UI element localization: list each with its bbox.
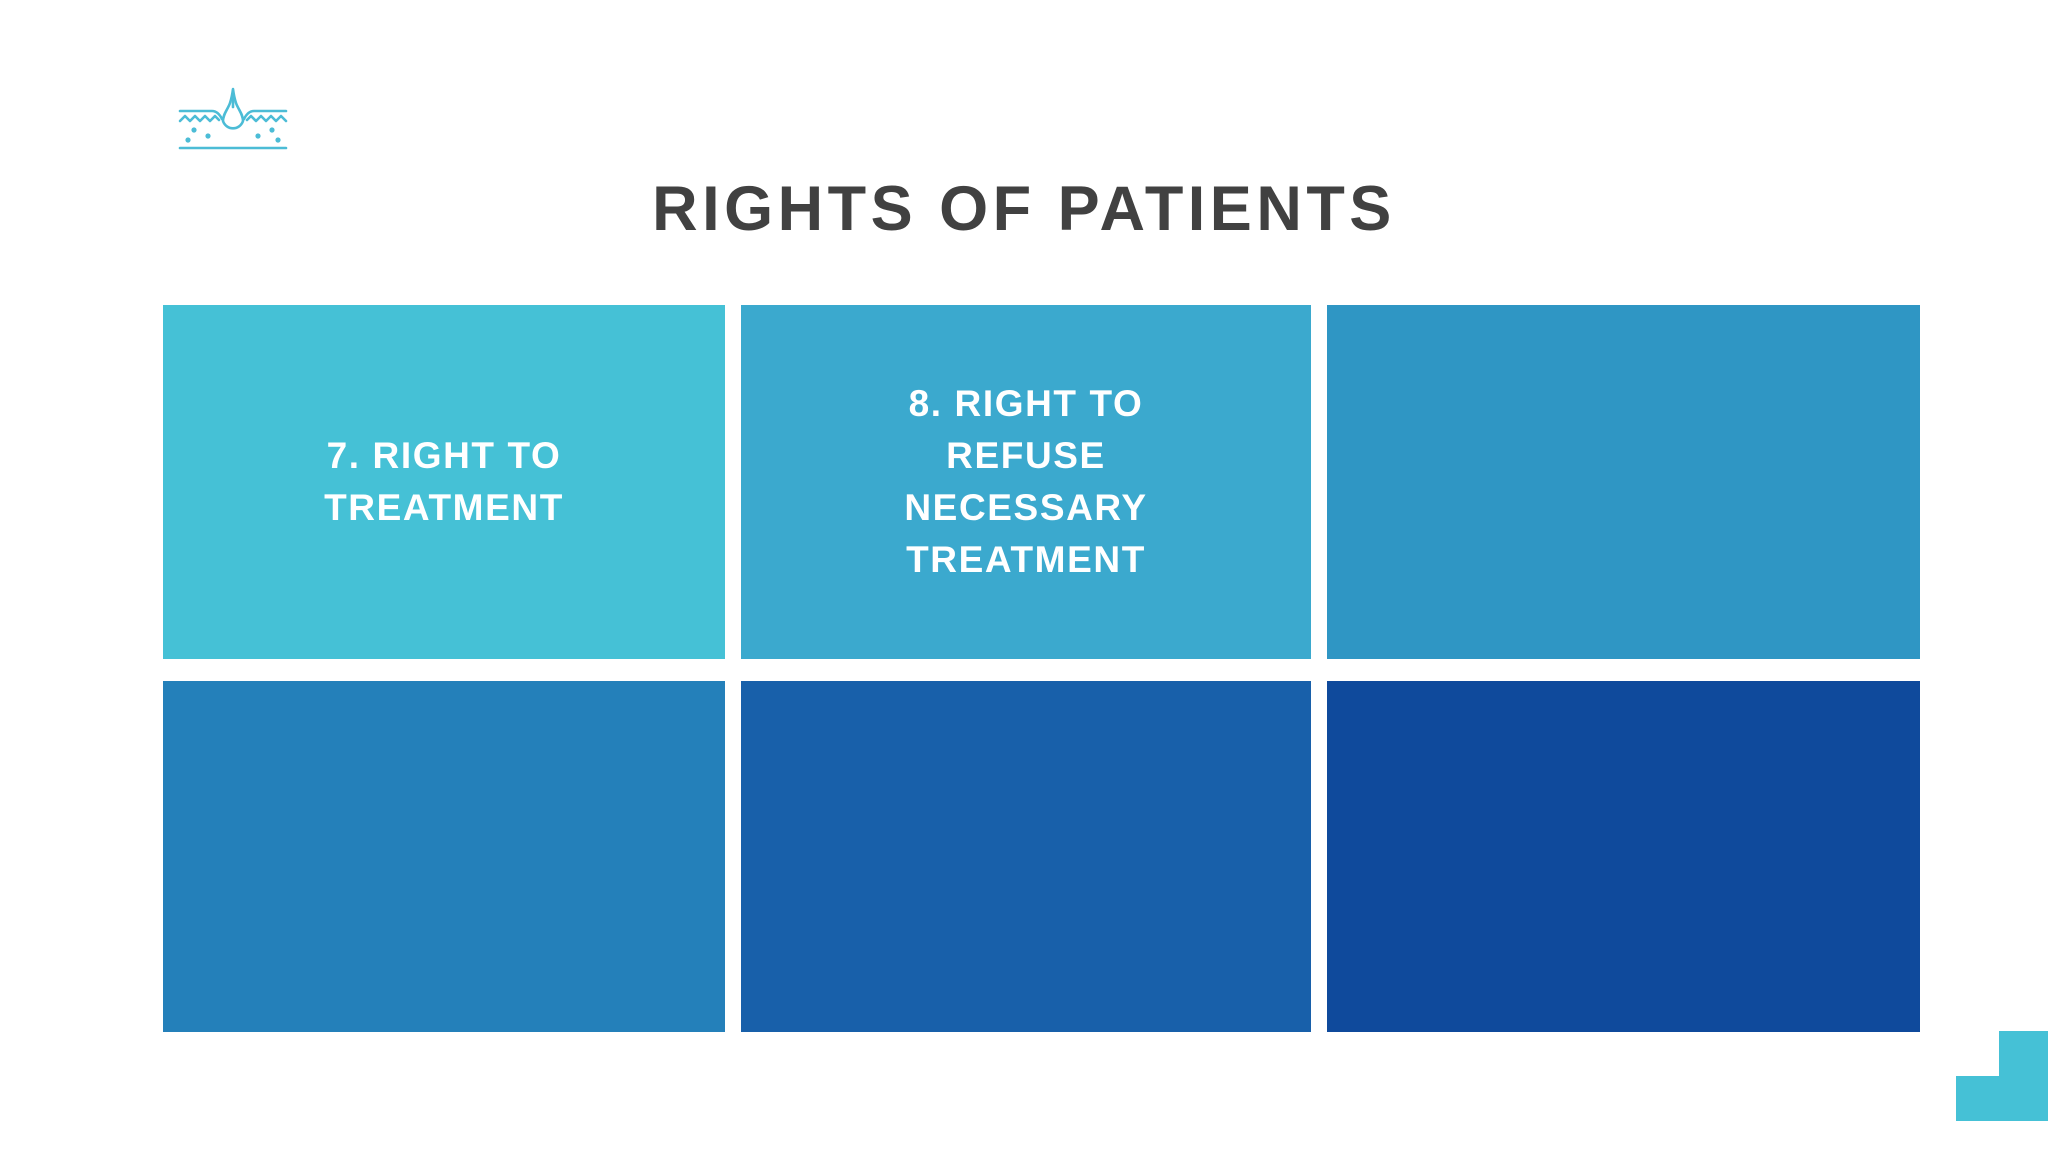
skin-droplet-icon — [178, 87, 288, 150]
rights-tile-5[interactable] — [741, 681, 1311, 1032]
rights-tile-grid: 7. RIGHT TO TREATMENT 8. RIGHT TO REFUSE… — [163, 305, 1920, 1032]
rights-tile-6[interactable] — [1327, 681, 1920, 1032]
rights-tile-4[interactable] — [163, 681, 725, 1032]
staircase-step-lower — [1956, 1076, 2005, 1121]
skin-dots — [185, 127, 281, 143]
page-title: RIGHTS OF PATIENTS — [652, 174, 1396, 244]
rights-tile-1[interactable]: 7. RIGHT TO TREATMENT — [163, 305, 725, 659]
staircase-step-upper — [1999, 1031, 2048, 1121]
corner-staircase-decoration — [1956, 1031, 2048, 1121]
rights-tile-2-label: 8. RIGHT TO REFUSE NECESSARY TREATMENT — [904, 383, 1148, 580]
rights-tile-3[interactable] — [1327, 305, 1920, 659]
rights-tile-2[interactable]: 8. RIGHT TO REFUSE NECESSARY TREATMENT — [741, 305, 1311, 659]
rights-tile-1-label: 7. RIGHT TO TREATMENT — [324, 435, 564, 528]
brand-logo — [168, 78, 298, 164]
